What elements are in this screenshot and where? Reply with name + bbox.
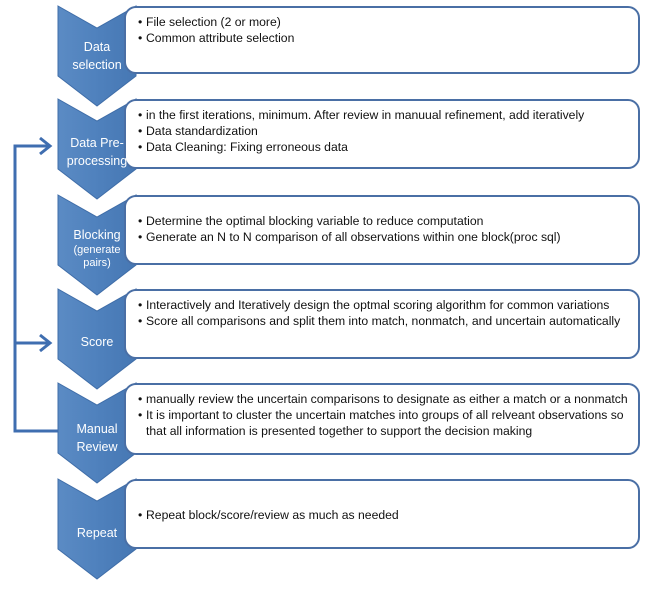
step-4-bullets: Interactively and Iteratively design the… [138, 297, 630, 329]
step-2-label: Data Pre- processing [58, 134, 136, 170]
step-4-label-line-1: Score [80, 335, 114, 349]
step-5-box: manually review the uncertain comparison… [124, 383, 640, 455]
step-5-bullets: manually review the uncertain comparison… [138, 391, 630, 439]
step-6-label: Repeat [58, 524, 136, 542]
step-2-box: in the first iterations, minimum. After … [124, 99, 640, 169]
step-6-bullet-1: Repeat block/score/review as much as nee… [138, 507, 630, 523]
step-5-label: Manual Review [58, 420, 136, 456]
step-5-label-line-1: Manual [76, 422, 118, 436]
step-2-bullet-2: Data standardization [138, 123, 630, 139]
step-1-bullet-1: File selection (2 or more) [138, 14, 630, 30]
step-2-bullets: in the first iterations, minimum. After … [138, 107, 630, 155]
loop-arrowhead-preprocessing [39, 136, 53, 156]
step-3-bullet-1: Determine the optimal blocking variable … [138, 213, 630, 229]
step-4-bullet-2: Score all comparisons and split them int… [138, 313, 630, 329]
step-1-label: Data selection [58, 38, 136, 74]
step-1-box: File selection (2 or more) Common attrib… [124, 6, 640, 74]
step-3-label-line-2: (generate [73, 244, 121, 256]
step-1-bullets: File selection (2 or more) Common attrib… [138, 14, 630, 46]
step-6-bullets: Repeat block/score/review as much as nee… [138, 487, 630, 523]
step-3-bullet-2: Generate an N to N comparison of all obs… [138, 229, 630, 245]
step-4-bullet-1: Interactively and Iteratively design the… [138, 297, 630, 313]
step-5-bullet-2: It is important to cluster the uncertain… [138, 407, 630, 439]
step-3-bullets: Determine the optimal blocking variable … [138, 203, 630, 245]
step-4-label: Score [58, 333, 136, 351]
step-2-bullet-3: Data Cleaning: Fixing erroneous data [138, 139, 630, 155]
loop-arrowhead-score [39, 333, 53, 353]
step-2-label-line-1: Data Pre- [70, 136, 124, 150]
step-6-box: Repeat block/score/review as much as nee… [124, 479, 640, 549]
step-1-label-line-2: selection [72, 58, 122, 72]
step-3-box: Determine the optimal blocking variable … [124, 195, 640, 265]
step-5-bullet-1: manually review the uncertain comparison… [138, 391, 630, 407]
loop-back-line [13, 144, 58, 433]
step-5-label-line-2: Review [76, 440, 118, 454]
step-3-label-line-1: Blocking [73, 228, 121, 242]
step-3-label-line-3: pairs) [83, 257, 111, 269]
step-6-label-line-1: Repeat [76, 526, 118, 540]
step-1-bullet-2: Common attribute selection [138, 30, 630, 46]
step-2-bullet-1: in the first iterations, minimum. After … [138, 107, 630, 123]
step-4-box: Interactively and Iteratively design the… [124, 289, 640, 359]
step-3-label: Blocking (generate pairs) [58, 226, 136, 270]
step-2-label-line-2: processing [66, 154, 128, 168]
step-1-label-line-1: Data [83, 40, 111, 54]
